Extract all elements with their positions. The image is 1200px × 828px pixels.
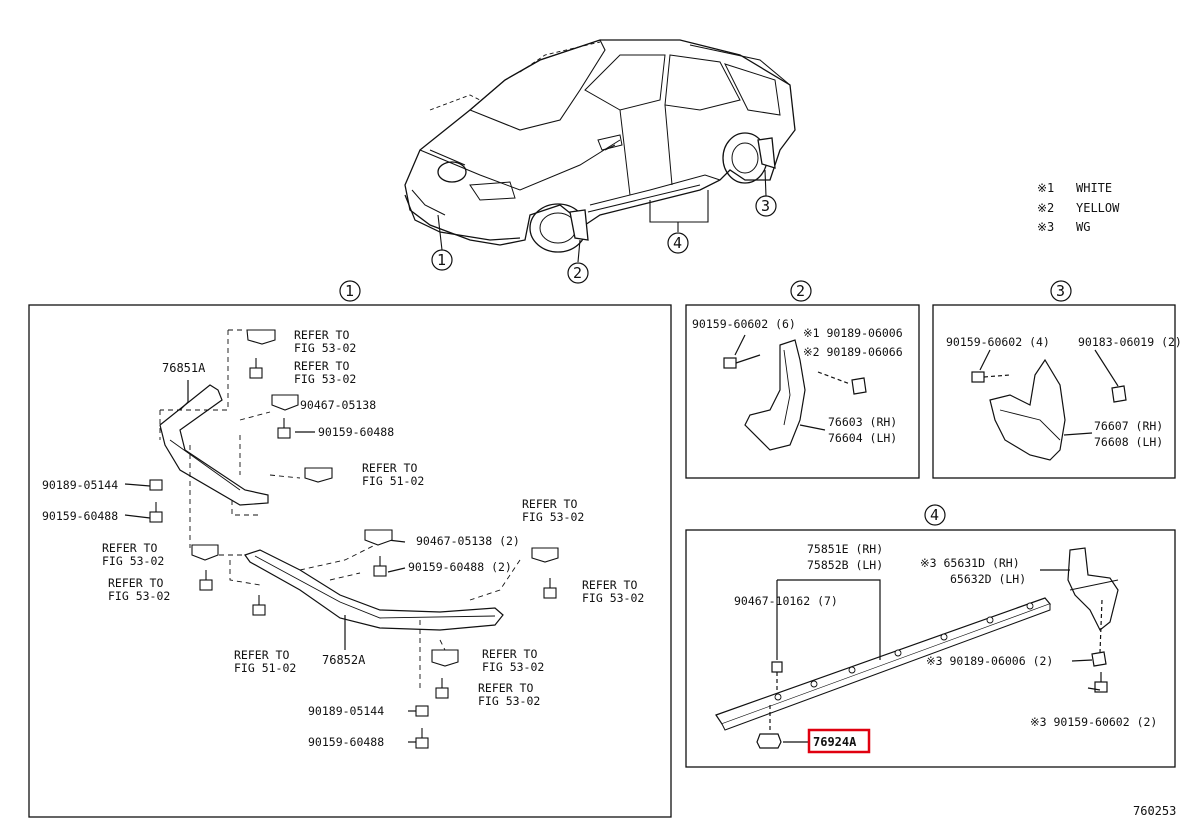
part-75851e: 75851E (RH) <box>807 542 883 556</box>
refer-fig-1g: FIG 53-02 <box>582 591 644 605</box>
part-90159-60488-a: 90159-60488 <box>42 509 118 523</box>
part-90467-05138-2: 90467-05138 (2) <box>416 534 520 548</box>
legend-text-3: WG <box>1076 220 1090 234</box>
part-90189-05144-b: 90189-05144 <box>308 704 384 718</box>
panel-3-labels: 90159-60602 (4) 90183-06019 (2) 76607 (R… <box>946 335 1182 449</box>
refer-to-1j: REFER TO <box>478 681 533 695</box>
refer-fig-1e: FIG 53-02 <box>102 554 164 568</box>
panel-4-callout: 4 <box>930 506 939 524</box>
part-76604: 76604 (LH) <box>828 431 897 445</box>
refer-to-1d: REFER TO <box>522 497 577 511</box>
refer-to-1i: REFER TO <box>482 647 537 661</box>
part-90159-60488: 90159-60488 <box>318 425 394 439</box>
legend-mark-3: ※3 <box>1037 220 1054 234</box>
refer-fig-1a: FIG 53-02 <box>294 341 356 355</box>
figure-number: 760253 <box>1133 804 1176 818</box>
panel-4-labels: 75851E (RH) 75852B (LH) ※3 65631D (RH) 6… <box>734 542 1157 729</box>
refer-fig-1f: FIG 53-02 <box>108 589 170 603</box>
car-illustration <box>404 39 796 253</box>
part-75852b: 75852B (LH) <box>807 558 883 572</box>
part-90159-60602-2: ※3 90159-60602 (2) <box>1030 715 1157 729</box>
car-callouts <box>431 195 777 284</box>
refer-to-1f: REFER TO <box>108 576 163 590</box>
refer-to-1h: REFER TO <box>234 648 289 662</box>
panel-2-callout: 2 <box>796 282 805 300</box>
part-76607: 76607 (RH) <box>1094 419 1163 433</box>
part-90189-06066-yellow: ※2 90189-06066 <box>803 345 903 359</box>
panel-1-frame <box>28 304 672 818</box>
panel-4-frame <box>685 529 1176 768</box>
legend-text-2: YELLOW <box>1076 201 1120 215</box>
car-leaders <box>437 169 767 263</box>
part-90467-10162: 90467-10162 (7) <box>734 594 838 608</box>
refer-fig-1c: FIG 51-02 <box>362 474 424 488</box>
part-90183-06019: 90183-06019 (2) <box>1078 335 1182 349</box>
panel-3-frame <box>932 304 1176 479</box>
panel-2-frame <box>685 304 920 479</box>
part-76852a: 76852A <box>322 653 366 667</box>
panel-1-callout: 1 <box>345 282 354 300</box>
part-90159-60602-4: 90159-60602 (4) <box>946 335 1050 349</box>
part-90159-60488-b: 90159-60488 <box>308 735 384 749</box>
legend-text-1: WHITE <box>1076 181 1112 195</box>
color-legend: ※1 WHITE ※2 YELLOW ※3 WG <box>1037 181 1120 234</box>
part-65631d: ※3 65631D (RH) <box>920 556 1020 570</box>
panel-3-callout: 3 <box>1056 282 1065 300</box>
callout-2-car: 2 <box>573 264 582 282</box>
panel-2-labels: 90159-60602 (6) ※1 90189-06006 ※2 90189-… <box>692 317 903 445</box>
part-76924a[interactable]: 76924A <box>813 735 857 749</box>
part-76603: 76603 (RH) <box>828 415 897 429</box>
part-90189-06006-2: ※3 90189-06006 (2) <box>926 654 1053 668</box>
highlight-box-76924a[interactable] <box>807 728 871 754</box>
refer-fig-1i: FIG 53-02 <box>482 660 544 674</box>
refer-to-1b: REFER TO <box>294 359 349 373</box>
legend-mark-2: ※2 <box>1037 201 1054 215</box>
part-90467-05138: 90467-05138 <box>300 398 376 412</box>
legend-mark-1: ※1 <box>1037 181 1054 195</box>
panel-4-drawing <box>715 547 1119 749</box>
part-76851a: 76851A <box>162 361 206 375</box>
refer-to-1a: REFER TO <box>294 328 349 342</box>
callout-4-car: 4 <box>673 234 682 252</box>
panel-3-drawing <box>971 349 1127 461</box>
panel-2-drawing <box>723 334 867 451</box>
refer-fig-1b: FIG 53-02 <box>294 372 356 386</box>
refer-fig-1h: FIG 51-02 <box>234 661 296 675</box>
refer-to-1g: REFER TO <box>582 578 637 592</box>
refer-fig-1j: FIG 53-02 <box>478 694 540 708</box>
refer-to-1c: REFER TO <box>362 461 417 475</box>
part-90159-60602-6: 90159-60602 (6) <box>692 317 796 331</box>
panel-1-labels: REFER TO FIG 53-02 REFER TO FIG 53-02 76… <box>42 328 644 749</box>
callout-1-car: 1 <box>437 251 446 269</box>
part-90159-60488-2: 90159-60488 (2) <box>408 560 512 574</box>
part-65632d: 65632D (LH) <box>950 572 1026 586</box>
panel-1-fasteners <box>149 329 559 749</box>
part-90189-05144-a: 90189-05144 <box>42 478 118 492</box>
callout-3-car: 3 <box>761 197 770 215</box>
refer-to-1e: REFER TO <box>102 541 157 555</box>
panel-1-drawing <box>124 329 521 743</box>
refer-fig-1d: FIG 53-02 <box>522 510 584 524</box>
part-76608: 76608 (LH) <box>1094 435 1163 449</box>
part-90189-06006-white: ※1 90189-06006 <box>803 326 903 340</box>
